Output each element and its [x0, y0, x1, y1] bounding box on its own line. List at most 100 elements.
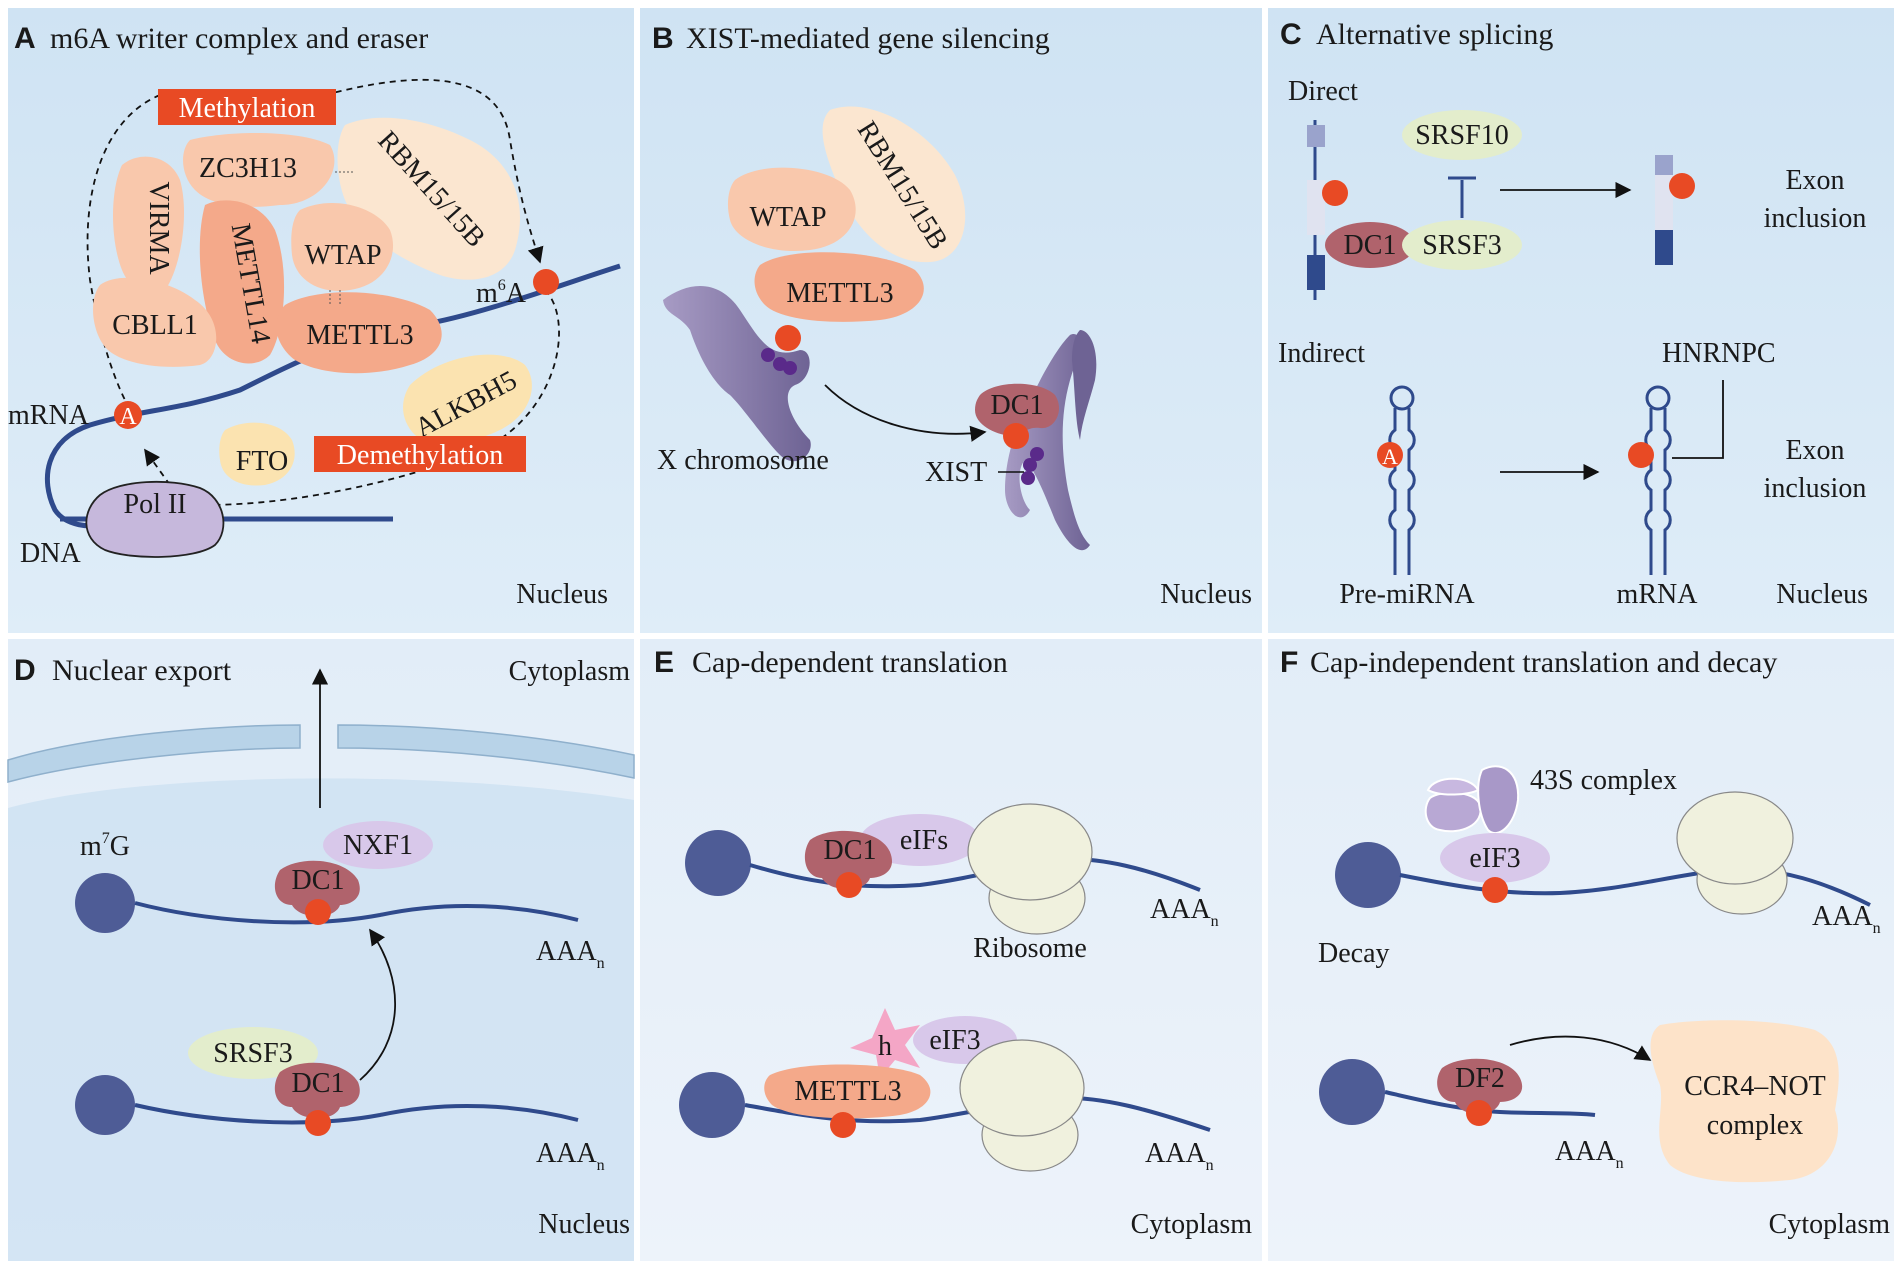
f-cap-bottom: [1319, 1059, 1385, 1125]
c-dc1-shape: [1325, 222, 1415, 268]
f-m6a-dot-bottom: [1466, 1100, 1492, 1126]
virma-shape: [113, 156, 185, 294]
direct-exon-3: [1307, 255, 1325, 290]
direct-exon-2: [1307, 180, 1325, 235]
c-mrna-label: mRNA: [1617, 579, 1699, 610]
e-ribosome-large-bottom: [959, 1039, 1085, 1137]
panel-a-title: m6A writer complex and eraser: [50, 22, 428, 55]
b-mettl3-label: METTL3: [786, 278, 893, 309]
e-mettl3-label: METTL3: [794, 1076, 901, 1107]
b-wtap-shape: [727, 167, 856, 251]
b-wtap-label: WTAP: [749, 202, 826, 233]
wtap-label: WTAP: [304, 240, 381, 271]
exon-inclusion-1a: Exon: [1785, 165, 1844, 196]
m7g-label: m7G: [80, 830, 130, 862]
panel-e-letter: E: [654, 646, 674, 679]
alkbh5-shape: [403, 354, 532, 444]
cbll1-label: CBLL1: [112, 310, 198, 341]
f-43s-piece-2: [1477, 765, 1520, 835]
c-srsf3-shape: [1402, 220, 1522, 270]
exon-inclusion-1b: inclusion: [1764, 203, 1867, 234]
b-xist-dot-6: [1021, 471, 1035, 485]
e-eifs-label: eIFs: [900, 825, 948, 856]
panel-a-letter: A: [14, 22, 36, 55]
virma-label: VIRMA: [143, 181, 174, 275]
methylation-tag: [158, 89, 336, 125]
panel-c-location: Nucleus: [1776, 579, 1868, 610]
hnrnpc-label: HNRNPC: [1662, 338, 1776, 369]
e-aaa-bottom: AAAn: [1145, 1138, 1214, 1174]
pre-mirna-hairpin: [1388, 385, 1416, 575]
direct-label: Direct: [1288, 76, 1358, 107]
d-cap-top: [75, 873, 135, 933]
d-mrna-bottom: [134, 1103, 579, 1125]
result-exon-3: [1655, 230, 1673, 265]
mrna-hairpin: [1644, 385, 1672, 575]
e-cap-top: [685, 830, 751, 896]
b-rbm15-shape: [822, 106, 966, 263]
d-nucleus-region: [8, 778, 634, 1261]
panel-a-location: Nucleus: [516, 579, 608, 610]
panel-c-title: Alternative splicing: [1316, 18, 1553, 51]
d-m6a-dot-top: [305, 899, 331, 925]
f-43s-piece-3: [1426, 777, 1480, 796]
d-dc1-bottom-label: DC1: [292, 1068, 345, 1099]
panel-c: C Alternative splicing Direct DC1 SRSF3 …: [1278, 18, 1868, 610]
f-43s-piece-1: [1424, 791, 1482, 833]
hnrnpc-pointer: [1672, 380, 1724, 459]
result-exon-2: [1655, 175, 1673, 230]
zc3h13-label: ZC3H13: [199, 153, 297, 184]
b-mettl3-shape: [754, 252, 924, 322]
f-ribosome-large: [1676, 791, 1794, 885]
c-srsf10-label: SRSF10: [1415, 120, 1508, 151]
x-chromosome-right: [1005, 334, 1090, 551]
e-m6a-dot-bottom: [830, 1112, 856, 1138]
d-cap-bottom: [75, 1075, 135, 1135]
wtap-shape: [291, 202, 394, 291]
panel-f-location: Cytoplasm: [1769, 1209, 1891, 1240]
c-a-label: A: [1382, 444, 1398, 469]
demethylation-label: Demethylation: [337, 440, 503, 471]
ccr4-not-label-2: complex: [1707, 1110, 1803, 1141]
demethylation-arrow: [204, 289, 560, 506]
d-aaa-top: AAAn: [536, 936, 605, 972]
panel-b-location: Nucleus: [1160, 579, 1252, 610]
panel-e-location: Cytoplasm: [1131, 1209, 1253, 1240]
panel-c-background: [1268, 8, 1894, 633]
c-m6a-dot-mrna: [1628, 442, 1654, 468]
panel-d-location-top: Cytoplasm: [509, 656, 631, 687]
b-m6a-dot-right: [1003, 423, 1029, 449]
unmethylated-a-label: A: [119, 404, 137, 430]
panel-b: B XIST-mediated gene silencing RBM15/15B…: [652, 22, 1252, 610]
panel-c-letter: C: [1280, 18, 1302, 51]
panel-d-location: Nucleus: [538, 1209, 630, 1240]
nuclear-envelope-right: [337, 724, 635, 779]
b-m6a-dot-left: [775, 325, 801, 351]
panel-e-title: Cap-dependent translation: [692, 646, 1008, 679]
c-m6a-dot-direct: [1322, 180, 1348, 206]
demethylation-tag: [314, 436, 526, 472]
indirect-label: Indirect: [1278, 338, 1365, 369]
ccr4-not-label-1: CCR4–NOT: [1684, 1071, 1826, 1102]
pre-mirna-label: Pre-miRNA: [1339, 579, 1475, 610]
f-decay-arrow: [1509, 1035, 1652, 1061]
f-cap-top: [1335, 842, 1401, 908]
panel-e-background: [640, 639, 1262, 1261]
f-m6a-dot-top: [1482, 877, 1508, 903]
nxf1-label: NXF1: [343, 830, 413, 861]
e-m6a-dot-top: [836, 872, 862, 898]
ribosome-label: Ribosome: [973, 933, 1087, 964]
x-chromosome-right-arm: [1072, 330, 1097, 440]
m6a-dot: [533, 269, 559, 295]
d-mrna-top: [134, 901, 579, 925]
c-a-dot: [1377, 442, 1403, 468]
e-cap-bottom: [679, 1072, 745, 1138]
panel-d-title: Nuclear export: [52, 654, 232, 687]
x-chromosome-left: [663, 286, 811, 462]
e-eif3-label: eIF3: [929, 1025, 980, 1056]
zc3h13-shape: [183, 133, 335, 207]
pol2-shape: [85, 480, 225, 558]
panel-b-title: XIST-mediated gene silencing: [686, 22, 1050, 55]
panel-f-title: Cap-independent translation and decay: [1310, 646, 1777, 679]
